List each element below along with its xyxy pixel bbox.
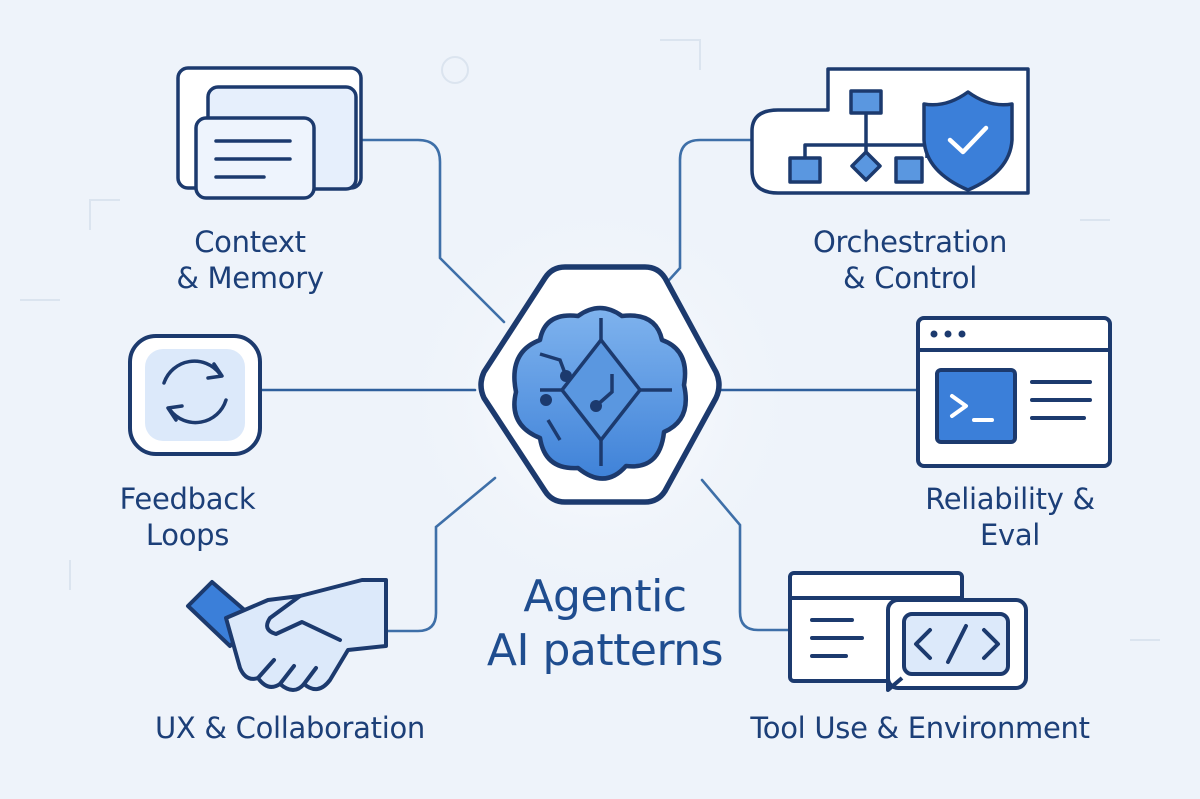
- stacked-documents-icon: [176, 66, 363, 200]
- workflow-shield-icon: [750, 67, 1030, 195]
- diagram-title: Agentic AI patterns: [455, 570, 755, 678]
- reliability-eval-line2: Eval: [979, 518, 1041, 552]
- feedback-loops-line1: Feedback: [119, 482, 256, 516]
- feedback-loops-line2: Loops: [145, 518, 230, 552]
- title-line1: Agentic: [523, 571, 687, 622]
- connector-orchestration-control: [658, 138, 754, 292]
- brain-circuit-icon: [512, 305, 688, 481]
- refresh-cycle-icon: [128, 334, 262, 456]
- connector-ux-collaboration: [384, 476, 497, 633]
- node-label-reliability-eval: Reliability & Eval: [890, 481, 1130, 553]
- connector-context-memory: [358, 138, 506, 324]
- node-label-context-memory: Context & Memory: [150, 224, 350, 296]
- hub: [478, 264, 722, 505]
- ux-collaboration-line1: UX & Collaboration: [154, 711, 425, 745]
- terminal-window-icon: [916, 316, 1112, 468]
- context-memory-line2: & Memory: [176, 261, 324, 295]
- context-memory-line1: Context: [194, 225, 306, 259]
- node-label-feedback-loops: Feedback Loops: [100, 481, 275, 553]
- connector-tool-use-environment: [700, 478, 792, 632]
- code-windows-icon: [788, 571, 1028, 692]
- handshake-icon: [186, 578, 388, 692]
- reliability-eval-line1: Reliability &: [925, 482, 1095, 516]
- node-label-ux-collaboration: UX & Collaboration: [130, 710, 450, 746]
- connectors: [260, 138, 920, 633]
- orchestration-control-line2: & Control: [843, 261, 977, 295]
- title-line2: AI patterns: [486, 625, 724, 676]
- tool-use-environment-line1: Tool Use & Environment: [750, 711, 1090, 745]
- background-decorations: [20, 39, 1160, 641]
- node-label-tool-use-environment: Tool Use & Environment: [720, 710, 1120, 746]
- node-label-orchestration-control: Orchestration & Control: [790, 224, 1030, 296]
- orchestration-control-line1: Orchestration: [812, 225, 1008, 259]
